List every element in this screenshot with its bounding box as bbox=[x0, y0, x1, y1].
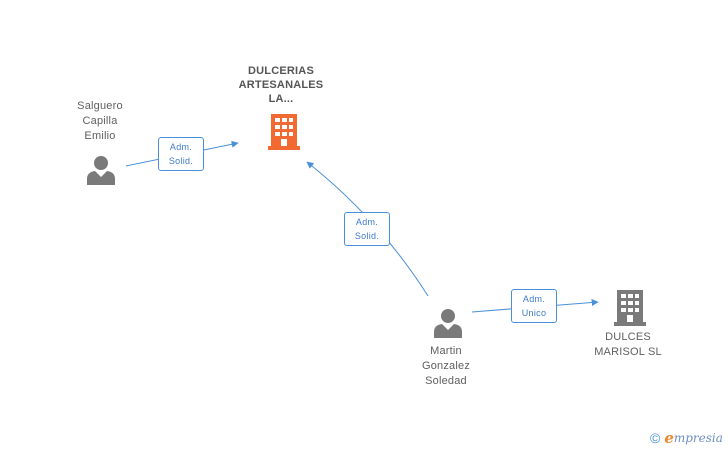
company-dulces-label[interactable]: DULCES MARISOL SL bbox=[580, 330, 676, 360]
main-company-label[interactable]: DULCERIAS ARTESANALES LA... bbox=[226, 64, 336, 106]
copyright-icon: © bbox=[650, 430, 661, 446]
brand-watermark: © e mpresia bbox=[650, 430, 723, 446]
building-icon[interactable] bbox=[268, 114, 300, 150]
edge-label-line: Adm. bbox=[169, 142, 193, 152]
brand-logo-initial: e bbox=[664, 429, 674, 447]
person-salguero-label-line: Salguero bbox=[77, 100, 123, 112]
person-martin-label[interactable]: Martin Gonzalez Soledad bbox=[406, 344, 486, 389]
building-icon[interactable] bbox=[614, 290, 646, 326]
main-company-label-line: ARTESANALES bbox=[238, 79, 324, 91]
person-icon[interactable] bbox=[86, 155, 116, 185]
brand-logo-text: mpresia bbox=[673, 431, 723, 445]
company-dulces-label-line: DULCES bbox=[605, 331, 651, 343]
edge-label-martin-to-main[interactable]: Adm. Solid. bbox=[344, 212, 390, 246]
edge-label-line: Adm. bbox=[355, 217, 379, 227]
person-martin-label-line: Martin bbox=[430, 345, 462, 357]
edge-label-martin-to-dulces[interactable]: Adm. Unico bbox=[511, 289, 557, 323]
person-salguero-label-line: Capilla bbox=[82, 115, 118, 127]
edge-label-line: Adm. bbox=[522, 294, 546, 304]
main-company-label-line: LA... bbox=[268, 93, 294, 105]
edge-label-line: Solid. bbox=[354, 231, 380, 241]
edge-label-line: Unico bbox=[521, 308, 547, 318]
person-martin-label-line: Soledad bbox=[425, 375, 467, 387]
person-martin-label-line: Gonzalez bbox=[421, 360, 471, 372]
main-company-label-line: DULCERIAS bbox=[248, 65, 314, 77]
company-dulces-label-line: MARISOL SL bbox=[594, 346, 662, 358]
person-icon[interactable] bbox=[433, 308, 463, 338]
person-salguero-label-line: Emilio bbox=[84, 130, 116, 142]
edge-label-line: Solid. bbox=[168, 156, 194, 166]
edge-label-salguero-to-main[interactable]: Adm. Solid. bbox=[158, 137, 204, 171]
person-salguero-label[interactable]: Salguero Capilla Emilio bbox=[60, 99, 140, 144]
